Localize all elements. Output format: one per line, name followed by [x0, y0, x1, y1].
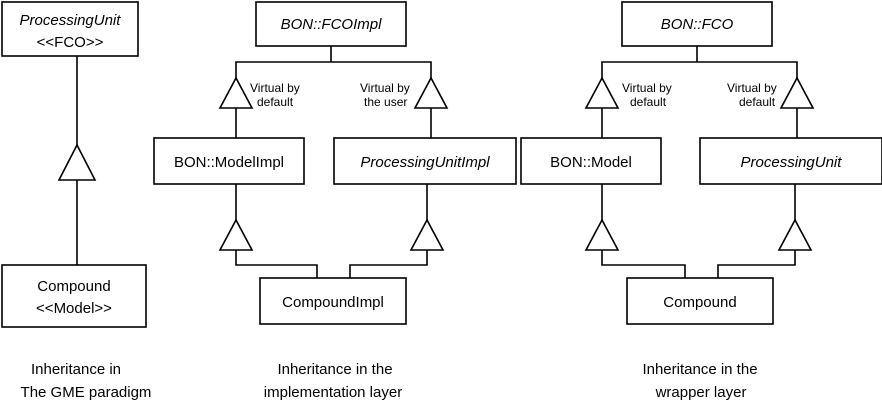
impl-upper-connector	[235, 46, 432, 78]
compound-model-stereotype: <<Model>>	[36, 300, 112, 317]
compound-model-name: Compound	[37, 278, 110, 295]
gme-caption-line-2: The GME paradigm	[21, 384, 152, 401]
impl-right-upper-arrow	[413, 76, 449, 109]
processing-unit-impl-box[interactable]	[333, 137, 517, 185]
impl-left-note-line-2: default	[257, 95, 294, 109]
fco-box[interactable]	[621, 1, 773, 47]
fco-impl-box[interactable]	[255, 1, 407, 47]
wrapper-right-lower-arrow	[777, 218, 813, 251]
impl-left-note-line-1: Virtual by	[250, 81, 300, 95]
impl-right-lower-arrow	[409, 218, 445, 251]
compound-model-box[interactable]	[1, 264, 147, 328]
impl-right-note-line-2: the user	[364, 95, 407, 109]
gme-caption-line-1: Inheritance in	[31, 361, 121, 378]
processing-unit-name: ProcessingUnit	[741, 154, 843, 171]
fco-name: BON::FCO	[661, 16, 734, 33]
model-name: BON::Model	[550, 154, 632, 171]
model-impl-name: BON::ModelImpl	[174, 154, 284, 171]
panel-gme-paradigm: ProcessingUnit <<FCO>> Compound <<Model>…	[1, 1, 152, 401]
processing-unit-impl-name: ProcessingUnitImpl	[360, 154, 490, 171]
impl-left-lower-arrow	[218, 218, 254, 251]
panel-wrapper-layer: BON::FCO Virtual by default Virtual by d…	[520, 1, 882, 401]
compound-name: Compound	[663, 294, 736, 311]
processing-unit-box[interactable]	[699, 137, 882, 185]
wrapper-caption-line-1: Inheritance in the	[642, 361, 757, 378]
wrapper-right-note-line-1: Virtual by	[727, 81, 777, 95]
wrapper-left-note-line-1: Virtual by	[622, 81, 672, 95]
compound-impl-name: CompoundImpl	[282, 294, 384, 311]
wrapper-lower-connector	[601, 250, 796, 278]
impl-caption-line-2: implementation layer	[264, 384, 402, 401]
model-impl-box[interactable]	[153, 137, 305, 185]
model-box[interactable]	[520, 137, 662, 185]
wrapper-left-lower-arrow	[584, 218, 620, 251]
impl-left-upper-arrow	[218, 76, 254, 109]
wrapper-left-note-line-2: default	[630, 95, 667, 109]
impl-lower-connector	[235, 250, 428, 278]
gme-generalization-arrow	[57, 143, 97, 181]
impl-right-note-line-1: Virtual by	[360, 81, 410, 95]
wrapper-caption-line-2: wrapper layer	[655, 384, 747, 401]
processing-unit-fco-box[interactable]	[1, 1, 139, 57]
wrapper-left-upper-arrow	[584, 76, 620, 109]
compound-box[interactable]	[626, 277, 774, 325]
processing-unit-fco-name: ProcessingUnit	[20, 12, 122, 29]
compound-impl-box[interactable]	[259, 277, 407, 325]
wrapper-upper-connector	[601, 46, 798, 78]
processing-unit-fco-stereotype: <<FCO>>	[37, 34, 104, 51]
fco-impl-name: BON::FCOImpl	[281, 16, 383, 33]
wrapper-right-note-line-2: default	[739, 95, 776, 109]
panel-implementation-layer: BON::FCOImpl Virtual by default Virtual …	[153, 1, 517, 401]
impl-caption-line-1: Inheritance in the	[277, 361, 392, 378]
wrapper-right-upper-arrow	[779, 76, 815, 109]
